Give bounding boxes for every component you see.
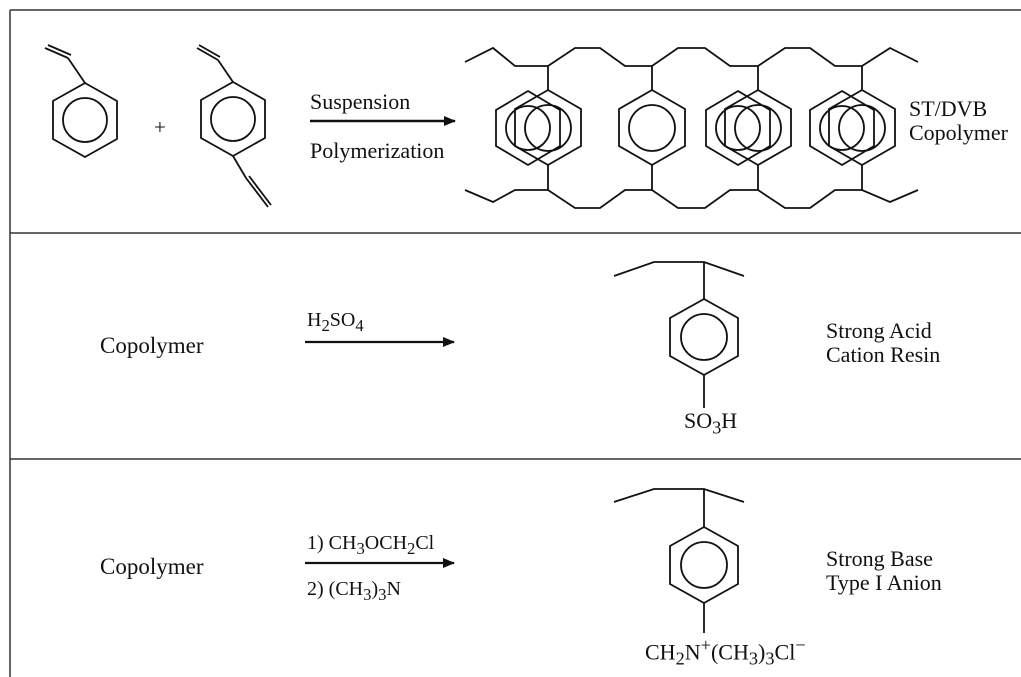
sulfonated-unit <box>613 261 745 408</box>
reagent-polymerization: Polymerization <box>310 138 445 163</box>
reagent-sulfuric-acid: H2SO4 <box>307 309 364 335</box>
aminated-unit <box>613 488 745 633</box>
product-label-line2: Cation Resin <box>826 342 941 367</box>
styrene-molecule <box>44 44 118 159</box>
product-label-line1: ST/DVB <box>909 96 988 121</box>
product-label-line1: Strong Acid <box>826 318 932 343</box>
substituent-quaternary-ammonium: CH2N+(CH3)3Cl− <box>645 635 806 669</box>
product-label-line2: Type I Anion <box>826 570 942 595</box>
reagent-chloromethyl-ether: 1) CH3OCH2Cl <box>307 532 435 558</box>
panel-frame <box>9 9 1021 677</box>
product-label-line1: Strong Base <box>826 546 933 571</box>
divinylbenzene-molecule <box>196 44 272 208</box>
plus-sign: + <box>154 115 166 139</box>
reactant-copolymer: Copolymer <box>100 333 204 358</box>
reagent-suspension: Suspension <box>310 89 411 114</box>
substituent-sulfonic: SO3H <box>684 408 738 438</box>
reactant-copolymer: Copolymer <box>100 554 204 579</box>
reagent-trimethylamine: 2) (CH3)3N <box>307 578 401 604</box>
product-label-line2: Copolymer <box>909 120 1008 145</box>
copolymer-network <box>464 46 919 209</box>
